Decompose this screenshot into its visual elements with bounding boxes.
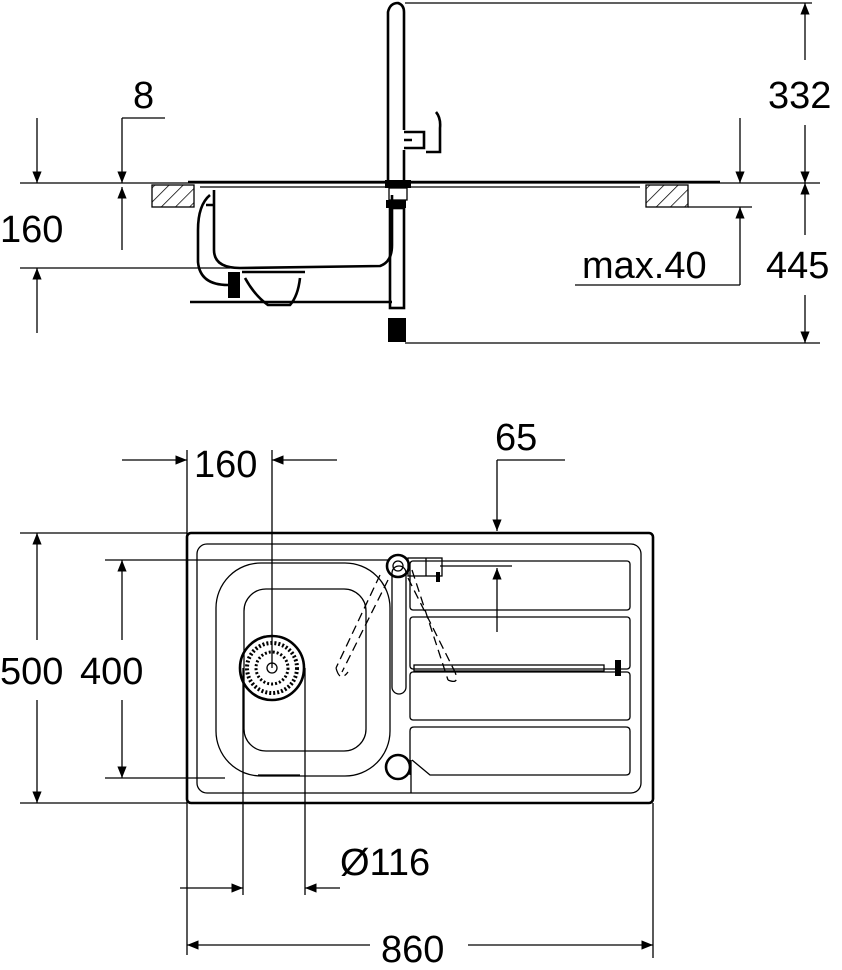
bowl-side xyxy=(212,190,394,270)
dim-faucet-height: 332 xyxy=(768,75,831,117)
dim-rim-thickness: 8 xyxy=(133,75,154,117)
drainer-grooves xyxy=(409,560,631,776)
countertop-hatch-left xyxy=(151,184,195,208)
dim-bowl-depth-top: 400 xyxy=(80,651,143,693)
faucet-top xyxy=(335,553,458,695)
dim-countertop-max: max.40 xyxy=(582,245,707,287)
dim-bowl-depth-side: 160 xyxy=(0,209,63,251)
dim-overall-depth: 500 xyxy=(0,651,63,693)
overflow-hole xyxy=(384,753,412,781)
faucet-side xyxy=(385,1,442,342)
top-view: 160 65 500 400 Ø116 860 xyxy=(0,417,655,970)
dim-drain-diameter: Ø116 xyxy=(340,842,430,884)
dim-faucet-offset: 65 xyxy=(495,417,537,459)
bowl-outer xyxy=(215,562,391,777)
dim-overall-width: 860 xyxy=(381,929,444,970)
countertop-hatch-right xyxy=(645,184,689,208)
overflow-pipe xyxy=(196,194,229,287)
dim-under-height: 445 xyxy=(766,245,829,287)
side-view: 332 445 8 160 max.40 xyxy=(0,1,831,344)
dim-bowl-offset: 160 xyxy=(194,444,257,486)
